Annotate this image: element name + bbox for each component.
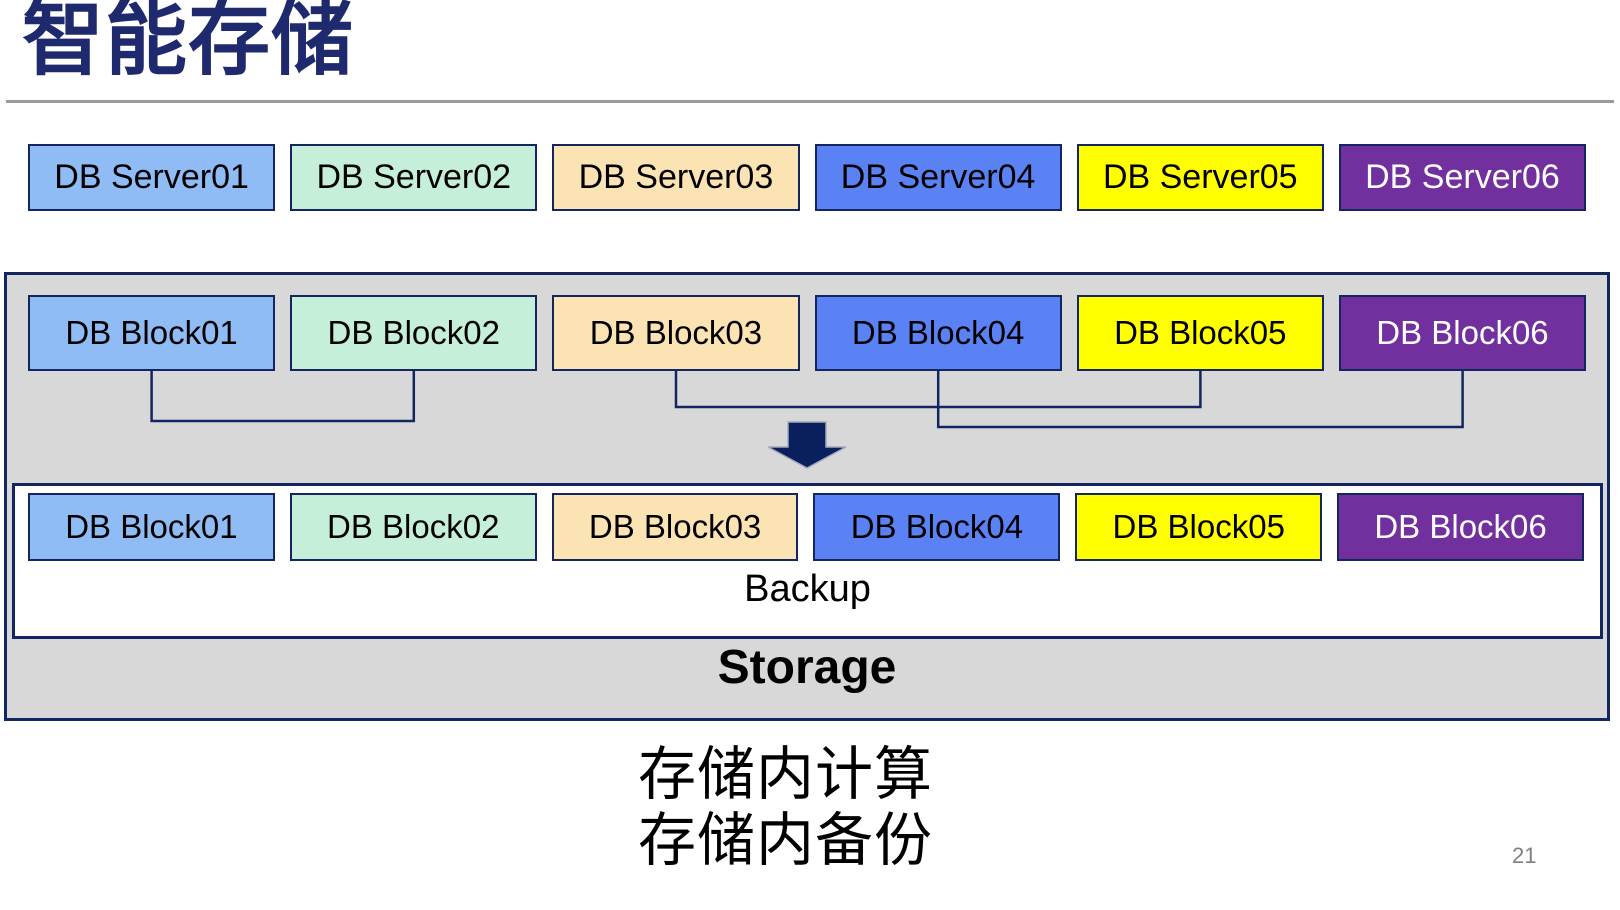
db-block-box: DB Block02: [289, 493, 537, 561]
db-server-box: DB Server01: [28, 144, 276, 211]
db-block-box: DB Block03: [551, 493, 799, 561]
storage-label: Storage: [717, 641, 897, 694]
connector-lines: [150, 371, 1464, 469]
db-block-box: DB Block06: [1337, 493, 1584, 561]
db-block-box: DB Block04: [813, 493, 1061, 561]
db-block-row-backup: DB Block01 DB Block02 DB Block03 DB Bloc…: [28, 493, 1584, 561]
db-block-box: DB Block02: [290, 295, 538, 371]
caption-line: 存储内计算: [638, 742, 934, 807]
db-block-row-source: DB Block01 DB Block02 DB Block03 DB Bloc…: [28, 295, 1587, 371]
db-block-box: DB Block03: [552, 295, 800, 371]
title-divider: [6, 100, 1614, 103]
db-server-box: DB Server05: [1076, 144, 1324, 211]
db-block-box: DB Block05: [1076, 295, 1324, 371]
db-server-box: DB Server03: [552, 144, 800, 211]
db-block-box: DB Block04: [814, 295, 1062, 371]
db-block-box: DB Block01: [28, 295, 276, 371]
db-server-box: DB Server04: [814, 144, 1062, 211]
db-block-box: DB Block01: [28, 493, 275, 561]
backup-container: DB Block01 DB Block02 DB Block03 DB Bloc…: [12, 483, 1603, 639]
page-number: 21: [1512, 843, 1537, 868]
db-server-row: DB Server01 DB Server02 DB Server03 DB S…: [28, 144, 1587, 211]
caption-line: 存储内备份: [638, 808, 934, 873]
connector-block01-block02: [150, 371, 416, 423]
down-arrow-icon: [767, 421, 847, 469]
db-server-box: DB Server06: [1338, 144, 1587, 211]
page-title: 智能存储: [22, 0, 355, 85]
storage-container: DB Block01 DB Block02 DB Block03 DB Bloc…: [4, 272, 1610, 721]
db-block-box: DB Block06: [1338, 295, 1587, 371]
db-block-box: DB Block05: [1075, 493, 1323, 561]
backup-label: Backup: [744, 568, 871, 610]
connector-block04-block06: [936, 371, 1464, 429]
caption-block: 存储内计算 存储内备份: [638, 742, 933, 874]
db-server-box: DB Server02: [290, 144, 538, 211]
